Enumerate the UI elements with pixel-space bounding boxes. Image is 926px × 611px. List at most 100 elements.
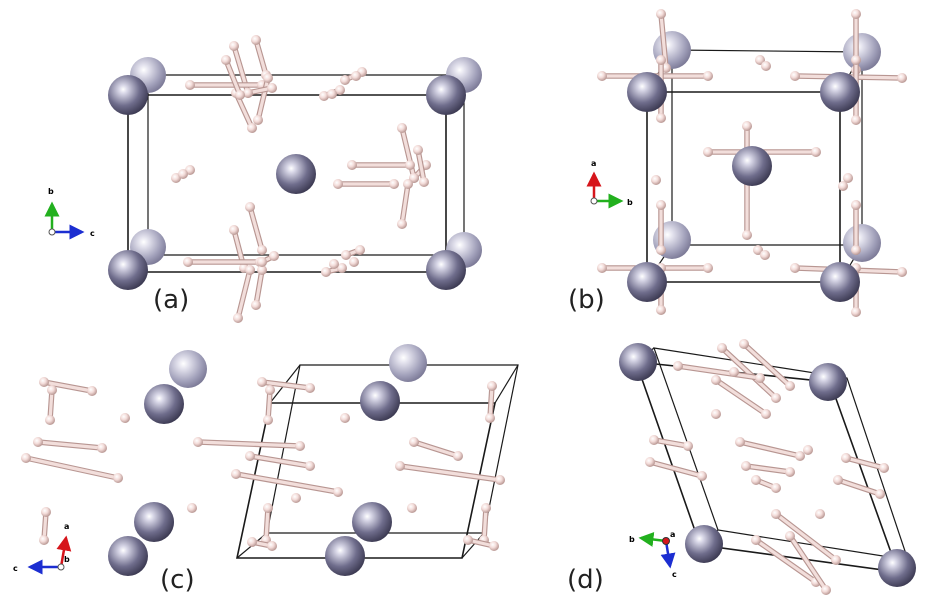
small-atom [739, 339, 749, 349]
small-atom [329, 259, 339, 269]
small-atom [481, 503, 491, 513]
bond [261, 503, 273, 545]
panel-a-atoms [108, 35, 482, 323]
small-atom [419, 177, 429, 187]
axis-label-down: c [672, 570, 677, 579]
panel-d-unit-cell [634, 347, 909, 573]
small-atom [187, 503, 197, 513]
small-atom [683, 441, 693, 451]
small-atom [897, 73, 907, 83]
small-atom [183, 257, 193, 267]
bond [833, 475, 885, 499]
small-atom [337, 263, 347, 273]
large-atom-back [843, 224, 881, 262]
small-atom [742, 121, 752, 131]
small-atom [489, 541, 499, 551]
large-atom [360, 381, 400, 421]
small-atom [790, 71, 800, 81]
bond [183, 257, 265, 267]
bond [479, 503, 491, 545]
small-atom [245, 451, 255, 461]
small-atom [487, 381, 497, 391]
axis-label-up: a [591, 159, 596, 168]
bond [771, 509, 841, 565]
small-atom [335, 85, 345, 95]
small-atom [41, 507, 51, 517]
small-atom [851, 55, 861, 65]
bond [673, 361, 765, 383]
panel-b-axis-indicator: a b [586, 159, 633, 209]
small-atom [751, 475, 761, 485]
large-atom [325, 536, 365, 576]
large-atom [144, 384, 184, 424]
small-atom [405, 160, 415, 170]
large-atom [352, 502, 392, 542]
small-atom [790, 263, 800, 273]
bond [742, 121, 752, 240]
bond [717, 343, 781, 403]
bond [39, 507, 51, 545]
bond [247, 537, 277, 551]
small-atom [651, 175, 661, 185]
small-atom [803, 445, 813, 455]
small-atom [495, 475, 505, 485]
small-atom [340, 75, 350, 85]
small-atom [39, 535, 49, 545]
axis-label-up: a [64, 522, 69, 531]
small-atom [245, 265, 255, 275]
bond [645, 457, 707, 481]
small-atom [340, 413, 350, 423]
panel-c: (c) a c b [13, 344, 519, 595]
small-atom [703, 263, 713, 273]
bond [413, 145, 429, 187]
small-atom [711, 409, 721, 419]
axis-b-arrow [638, 532, 667, 547]
small-atom [785, 381, 795, 391]
axis-origin-icon [57, 563, 65, 571]
small-atom [333, 487, 343, 497]
small-atom [233, 313, 243, 323]
large-atom [732, 146, 772, 186]
large-atom-back [389, 344, 427, 382]
small-atom [703, 147, 713, 157]
small-atom [319, 91, 329, 101]
large-atom-back [169, 350, 207, 388]
small-atom [341, 250, 351, 260]
small-atom [245, 202, 255, 212]
small-atom [349, 257, 359, 267]
small-atom [875, 489, 885, 499]
large-atom [685, 525, 723, 563]
bond [253, 73, 273, 125]
panel-a-axis-indicator: b c [44, 187, 95, 240]
axis-origin-icon [48, 228, 56, 236]
bond [841, 453, 889, 473]
small-atom [97, 443, 107, 453]
bond [739, 339, 795, 391]
axis-c-arrow [660, 540, 676, 569]
bond [397, 179, 413, 229]
small-atom [409, 437, 419, 447]
large-atom [627, 262, 667, 302]
small-atom [253, 115, 263, 125]
bond [33, 437, 107, 453]
small-atom [193, 437, 203, 447]
small-atom [413, 145, 423, 155]
axis-label-view: b [64, 555, 70, 564]
small-atom [45, 415, 55, 425]
bond [319, 85, 345, 101]
large-atom [820, 72, 860, 112]
bond [851, 200, 861, 255]
small-atom [229, 41, 239, 51]
small-atom [321, 267, 331, 277]
small-atom [831, 555, 841, 565]
large-atom [627, 72, 667, 112]
small-atom [838, 181, 848, 191]
bond [231, 469, 343, 497]
bond [193, 437, 305, 451]
bond [251, 265, 267, 310]
small-atom [785, 467, 795, 477]
small-atom [656, 9, 666, 19]
large-atom [426, 75, 466, 115]
large-atom-back [843, 33, 881, 71]
